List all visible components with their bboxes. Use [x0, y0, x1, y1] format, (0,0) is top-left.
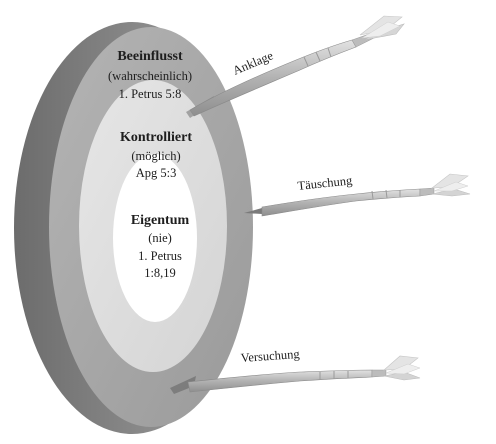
zone-reference: 1. Petrus 5:8 — [119, 87, 182, 101]
zone-qualifier: (möglich) — [131, 149, 180, 163]
dart-taeuschung — [244, 174, 470, 216]
zone-outer-text: Beeinflusst (wahrscheinlich) 1. Petrus 5… — [108, 49, 192, 101]
zone-reference-line1: 1. Petrus — [138, 249, 182, 263]
zone-reference-line2: 1:8,19 — [144, 266, 176, 280]
dart-anklage — [186, 16, 404, 118]
zone-qualifier: (nie) — [148, 231, 172, 245]
dart-stem — [420, 188, 434, 196]
zone-title: Eigentum — [131, 213, 190, 228]
zone-title: Beeinflusst — [117, 49, 183, 64]
dart-label-taeuschung: Täuschung — [297, 173, 354, 193]
zone-title: Kontrolliert — [120, 130, 192, 145]
dart-flights — [432, 174, 470, 196]
dart-stem — [372, 370, 386, 377]
dart-flights — [384, 356, 420, 380]
zone-qualifier: (wahrscheinlich) — [108, 69, 192, 83]
dart-label-versuchung: Versuchung — [240, 347, 301, 365]
zone-reference: Apg 5:3 — [136, 166, 177, 180]
dart-shaft — [262, 189, 420, 216]
dart-flights — [360, 16, 404, 40]
